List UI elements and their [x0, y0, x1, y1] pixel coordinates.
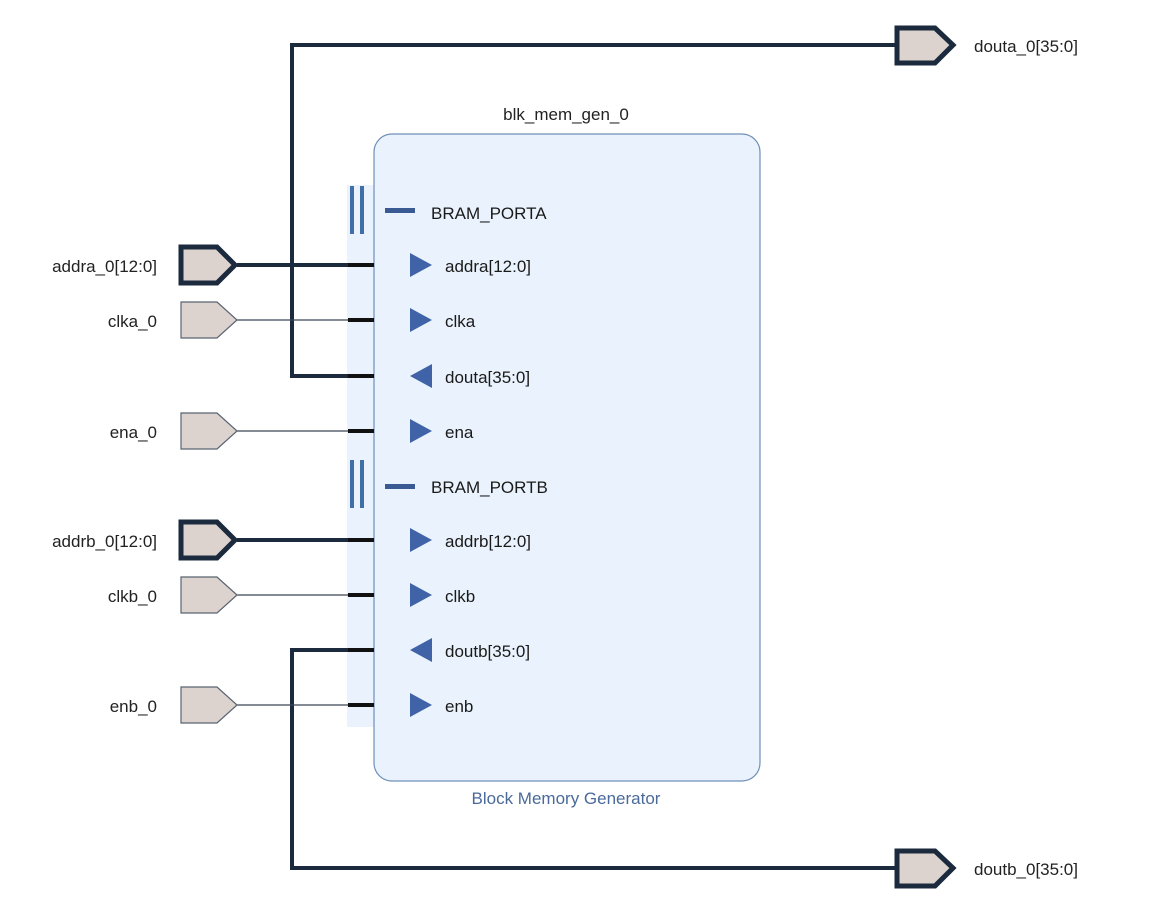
port-bus-icon	[894, 848, 957, 889]
interface-bar-icon	[350, 186, 354, 234]
input-port-addra[interactable]: addra_0[12:0]	[52, 244, 239, 286]
pin-stubs	[348, 263, 374, 707]
interface-bar-icon	[360, 186, 364, 234]
port-label: douta_0[35:0]	[974, 37, 1078, 56]
wire-douta[interactable]	[290, 43, 895, 378]
collapse-minus-icon[interactable]	[385, 208, 415, 213]
port-icon	[180, 576, 238, 614]
port-icon	[180, 412, 238, 450]
port-bus-icon	[894, 25, 957, 66]
pin-label: ena	[445, 423, 474, 442]
pin-doutb[interactable]: doutb[35:0]	[410, 638, 530, 662]
pin-stub	[348, 429, 374, 433]
interface-bar-icon	[350, 460, 354, 508]
pin-strip	[347, 185, 375, 727]
pin-stub	[348, 538, 374, 542]
input-arrow-icon	[410, 528, 432, 552]
wire-doutb[interactable]	[290, 648, 895, 870]
pin-stub	[348, 263, 374, 267]
input-port-clka[interactable]: clka_0	[108, 301, 238, 339]
pin-addra[interactable]: addra[12:0]	[410, 253, 531, 277]
pin-clkb[interactable]: clkb	[410, 583, 475, 607]
input-arrow-icon	[410, 583, 432, 607]
interface-bar-icon	[360, 460, 364, 508]
input-port-enb[interactable]: enb_0	[110, 686, 238, 724]
interface-label: BRAM_PORTB	[431, 478, 548, 497]
port-icon	[180, 301, 238, 339]
port-icon	[180, 686, 238, 724]
port-bus-icon	[178, 244, 239, 286]
port-label: enb_0	[110, 697, 157, 716]
interface-bram-porta[interactable]: BRAM_PORTA	[350, 186, 547, 234]
output-port-douta[interactable]: douta_0[35:0]	[894, 25, 1078, 66]
block-ip-name: Block Memory Generator	[472, 789, 661, 808]
output-port-doutb[interactable]: doutb_0[35:0]	[894, 848, 1078, 889]
pin-stub	[348, 703, 374, 707]
port-label: addra_0[12:0]	[52, 257, 157, 276]
input-arrow-icon	[410, 693, 432, 717]
interface-label: BRAM_PORTA	[431, 204, 547, 223]
collapse-minus-icon[interactable]	[385, 484, 415, 489]
pin-douta[interactable]: douta[35:0]	[410, 364, 530, 388]
block-instance-name: blk_mem_gen_0	[503, 105, 629, 124]
input-arrow-icon	[410, 308, 432, 332]
pin-stub	[348, 318, 374, 322]
pin-label: clka	[445, 312, 476, 331]
pin-label: addrb[12:0]	[445, 532, 531, 551]
input-port-ena[interactable]: ena_0	[110, 412, 238, 450]
port-label: clkb_0	[108, 587, 157, 606]
pin-label: enb	[445, 697, 473, 716]
pin-label: doutb[35:0]	[445, 642, 530, 661]
pin-stub	[348, 648, 374, 652]
input-arrow-icon	[410, 253, 432, 277]
pin-addrb[interactable]: addrb[12:0]	[410, 528, 531, 552]
pin-enb[interactable]: enb	[410, 693, 473, 717]
pin-label: douta[35:0]	[445, 368, 530, 387]
pin-stub	[348, 593, 374, 597]
port-label: doutb_0[35:0]	[974, 860, 1078, 879]
pin-clka[interactable]: clka	[410, 308, 476, 332]
pin-ena[interactable]: ena	[410, 419, 474, 443]
pin-label: clkb	[445, 587, 475, 606]
port-label: clka_0	[108, 312, 157, 331]
port-bus-icon	[178, 519, 239, 561]
output-arrow-icon	[410, 638, 432, 662]
pin-label: addra[12:0]	[445, 257, 531, 276]
input-arrow-icon	[410, 419, 432, 443]
pin-stub	[348, 374, 374, 378]
input-port-clkb[interactable]: clkb_0	[108, 576, 238, 614]
output-arrow-icon	[410, 364, 432, 388]
blk-mem-gen-block[interactable]	[373, 133, 761, 782]
port-label: addrb_0[12:0]	[52, 532, 157, 551]
port-label: ena_0	[110, 423, 157, 442]
interface-bram-portb[interactable]: BRAM_PORTB	[350, 460, 548, 508]
input-port-addrb[interactable]: addrb_0[12:0]	[52, 519, 239, 561]
